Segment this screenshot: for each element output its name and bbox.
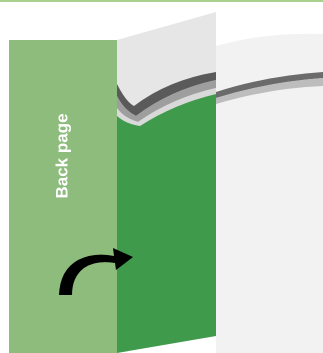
top-rule xyxy=(0,0,323,2)
back-page-label: Back page xyxy=(52,113,71,198)
front-cover xyxy=(117,94,216,353)
